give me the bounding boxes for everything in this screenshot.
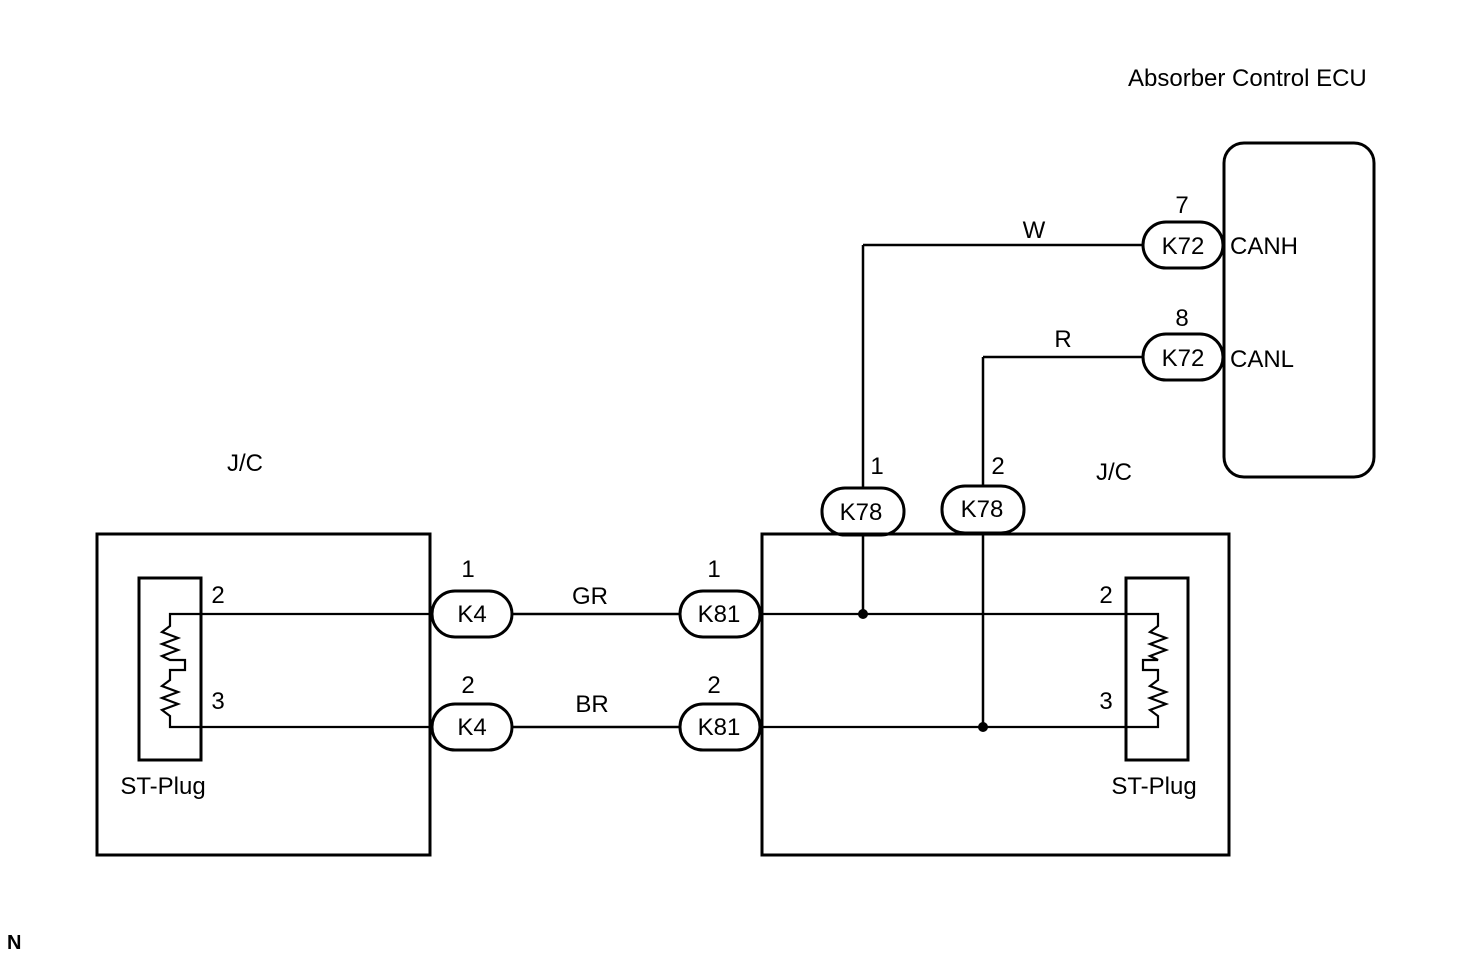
connector-k4-1-label: K4 bbox=[457, 601, 486, 628]
left-jc-box bbox=[95, 532, 432, 857]
left-plug-pin-3: 3 bbox=[211, 688, 224, 715]
corner-mark: N bbox=[7, 932, 21, 954]
k4-pin-1: 1 bbox=[461, 556, 474, 583]
ecu-title: Absorber Control ECU bbox=[1128, 65, 1367, 92]
connector-k72-canh-label: K72 bbox=[1162, 233, 1205, 260]
ecu-box bbox=[1222, 141, 1376, 479]
connector-k81-1-label: K81 bbox=[698, 601, 741, 628]
right-plug-pin-3: 3 bbox=[1099, 688, 1112, 715]
connector-k72-canh bbox=[1141, 220, 1225, 270]
connector-k78-1-label: K78 bbox=[840, 499, 883, 526]
wire-color-br: BR bbox=[575, 691, 608, 718]
wire-color-r: R bbox=[1054, 326, 1071, 353]
k4-pin-2: 2 bbox=[461, 672, 474, 699]
ecu-pin-number-canl: 8 bbox=[1175, 305, 1188, 332]
right-jc-box bbox=[760, 532, 1231, 857]
ecu-signal-canh: CANH bbox=[1230, 233, 1298, 260]
ecu-signal-canl: CANL bbox=[1230, 346, 1294, 373]
left-plug-pin-2: 2 bbox=[211, 582, 224, 609]
right-st-plug-label: ST-Plug bbox=[1111, 773, 1196, 800]
k81-pin-2: 2 bbox=[707, 672, 720, 699]
connector-k72-canl-label: K72 bbox=[1162, 345, 1205, 372]
k78-pin-1: 1 bbox=[870, 453, 883, 480]
connector-k72-canl bbox=[1141, 332, 1225, 382]
connector-k81-2-label: K81 bbox=[698, 714, 741, 741]
wire-color-w: W bbox=[1023, 217, 1046, 244]
connector-k4-2-label: K4 bbox=[457, 714, 486, 741]
wire-color-gr: GR bbox=[572, 583, 608, 610]
ecu-pin-number-canh: 7 bbox=[1175, 192, 1188, 219]
k81-pin-1: 1 bbox=[707, 556, 720, 583]
left-termination-resistor bbox=[158, 612, 432, 729]
left-st-plug-label: ST-Plug bbox=[120, 773, 205, 800]
right-termination-resistor bbox=[760, 612, 1170, 729]
right-st-plug-box bbox=[1124, 576, 1190, 762]
left-st-plug-box bbox=[137, 576, 203, 762]
k78-pin-2: 2 bbox=[991, 453, 1004, 480]
right-plug-pin-2: 2 bbox=[1099, 582, 1112, 609]
left-jc-title: J/C bbox=[227, 450, 263, 477]
connector-k78-2-label: K78 bbox=[961, 496, 1004, 523]
right-jc-title: J/C bbox=[1096, 459, 1132, 486]
